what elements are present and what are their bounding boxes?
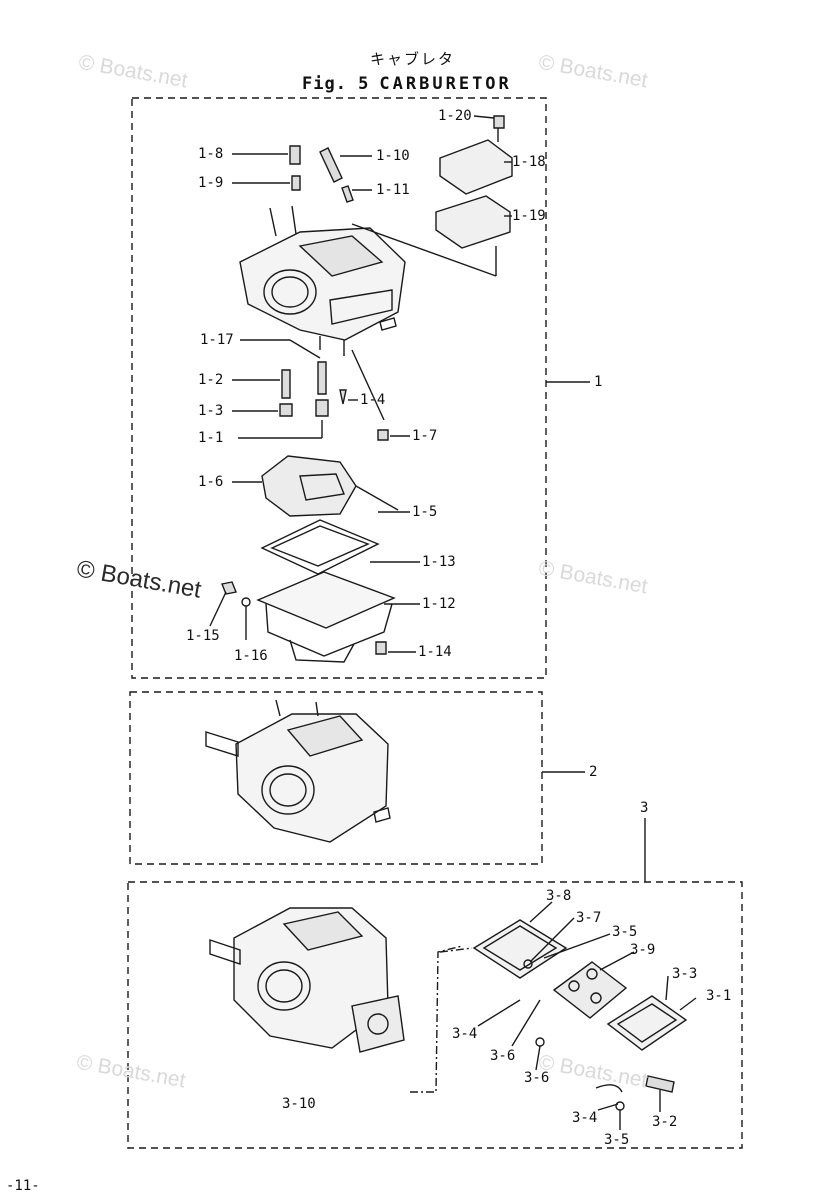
callout-label: 1-9 (198, 175, 224, 191)
callout-label: 1-17 (200, 332, 234, 348)
figure-title-text: CARBURETOR (379, 74, 512, 94)
callout-label: 1-20 (438, 108, 472, 124)
callout-label: 1-6 (198, 474, 224, 490)
callout-label: 1-19 (512, 208, 546, 224)
callout-label: 3-5 (612, 924, 638, 940)
callout-label: 3-6 (524, 1070, 550, 1086)
figure-label: Fig. 5 (302, 74, 370, 94)
callout-label: 3-1 (706, 988, 732, 1004)
callout-label: 3-4 (572, 1110, 598, 1126)
section-3-box (127, 881, 743, 1149)
callout-label: 1-18 (512, 154, 546, 170)
title-japanese: キャブレタ (370, 50, 456, 68)
callout-label: 3-6 (490, 1048, 516, 1064)
section-2-box (129, 691, 543, 865)
group-label: 2 (589, 764, 598, 780)
page-number: -11- (6, 1178, 40, 1194)
callout-label: 1-1 (198, 430, 224, 446)
callout-label: 1-8 (198, 146, 224, 162)
figure-title: Fig. 5 CARBURETOR (302, 74, 512, 94)
callout-label: 1-2 (198, 372, 224, 388)
callout-label: 1-7 (412, 428, 438, 444)
callout-label: 3-7 (576, 910, 602, 926)
section-1-box (131, 97, 547, 679)
callout-label: 1-11 (376, 182, 410, 198)
callout-label: 1-12 (422, 596, 456, 612)
carburetor-assembly-2 (205, 699, 391, 843)
callout-label: 1-16 (234, 648, 268, 664)
callout-label: 3-10 (282, 1096, 316, 1112)
callout-label: 1-14 (418, 644, 452, 660)
callout-label: 3-3 (672, 966, 698, 982)
group-label: 1 (594, 374, 603, 390)
callout-label: 1-5 (412, 504, 438, 520)
callout-label: 3-8 (546, 888, 572, 904)
callout-label: 3-5 (604, 1132, 630, 1148)
carburetor-assembly-3 (209, 907, 405, 1053)
callout-label: 3-4 (452, 1026, 478, 1042)
callout-label: 1-15 (186, 628, 220, 644)
group-label: 3 (640, 800, 649, 816)
callout-label: 1-4 (360, 392, 386, 408)
carburetor-body-1 (239, 205, 406, 356)
callout-label: 3-9 (630, 942, 656, 958)
callout-label: 1-13 (422, 554, 456, 570)
callout-label: 3-2 (652, 1114, 678, 1130)
callout-label: 1-10 (376, 148, 410, 164)
callout-label: 1-3 (198, 403, 224, 419)
